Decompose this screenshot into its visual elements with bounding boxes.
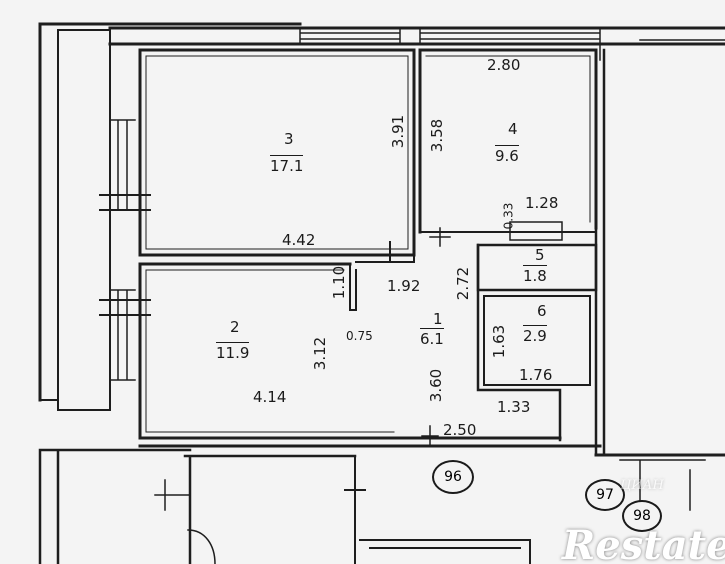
hall-wall bbox=[138, 436, 725, 457]
room-4-number: 4 bbox=[508, 120, 518, 138]
dim-4-42: 4.42 bbox=[282, 231, 316, 249]
dim-2-72: 2.72 bbox=[454, 266, 473, 301]
room-2-number: 2 bbox=[230, 318, 240, 336]
door bbox=[619, 459, 706, 511]
dim-1-10: 1.10 bbox=[330, 265, 349, 300]
axis-marker-97: 97 bbox=[585, 479, 625, 511]
dim-0-75: 0.75 bbox=[346, 329, 373, 343]
door bbox=[421, 425, 439, 447]
room-1-area: 6.1 bbox=[420, 328, 444, 348]
dim-2-50: 2.50 bbox=[443, 421, 477, 439]
room-6-number: 6 bbox=[537, 302, 547, 320]
watermark-faded: ЦИАН bbox=[620, 478, 664, 493]
room-3-inner bbox=[145, 55, 409, 250]
room-5-area: 1.8 bbox=[523, 265, 547, 285]
axis-marker-96: 96 bbox=[432, 460, 474, 494]
window bbox=[99, 194, 151, 316]
window bbox=[109, 119, 136, 381]
dim-1-63: 1.63 bbox=[490, 324, 509, 359]
room-5-number: 5 bbox=[535, 246, 545, 264]
lower-wall bbox=[359, 539, 531, 564]
room-6-walls bbox=[483, 295, 591, 386]
partition bbox=[355, 241, 415, 263]
partition bbox=[349, 263, 357, 311]
room-2-walls bbox=[138, 262, 402, 440]
window bbox=[599, 39, 725, 61]
dim-2-80: 2.80 bbox=[487, 56, 521, 74]
room-6-area: 2.9 bbox=[523, 325, 547, 345]
outer-wall bbox=[57, 29, 111, 411]
restate-watermark: Restate bbox=[562, 522, 725, 564]
room-3-area: 17.1 bbox=[270, 155, 304, 175]
room-4-inner bbox=[425, 55, 591, 223]
dim-4-14: 4.14 bbox=[253, 388, 287, 406]
partition bbox=[476, 243, 562, 442]
lower-wall bbox=[344, 455, 366, 564]
dim-3-60: 3.60 bbox=[427, 368, 446, 403]
dim-1-28: 1.28 bbox=[525, 194, 559, 212]
door bbox=[429, 227, 451, 247]
room-2-inner bbox=[145, 269, 395, 433]
door bbox=[154, 479, 191, 511]
dim-0-33: 0.33 bbox=[501, 202, 516, 230]
dim-1-33: 1.33 bbox=[497, 398, 531, 416]
outer-wall bbox=[38, 22, 302, 402]
room-1-number: 1 bbox=[433, 310, 443, 328]
dim-3-58: 3.58 bbox=[428, 118, 447, 153]
room-4-area: 9.6 bbox=[495, 145, 519, 165]
window bbox=[299, 27, 601, 45]
door bbox=[187, 529, 216, 564]
axis-marker-98: 98 bbox=[622, 500, 662, 532]
lower-wall bbox=[38, 448, 357, 564]
room-2-area: 11.9 bbox=[216, 342, 250, 362]
room-3-number: 3 bbox=[284, 130, 294, 148]
room-3-walls bbox=[138, 48, 416, 257]
top-wall bbox=[108, 26, 725, 46]
dim-3-12: 3.12 bbox=[311, 336, 330, 371]
dim-1-76: 1.76 bbox=[519, 366, 553, 384]
partition bbox=[509, 221, 563, 241]
dim-1-92: 1.92 bbox=[387, 277, 421, 295]
dim-3-91: 3.91 bbox=[389, 114, 408, 149]
